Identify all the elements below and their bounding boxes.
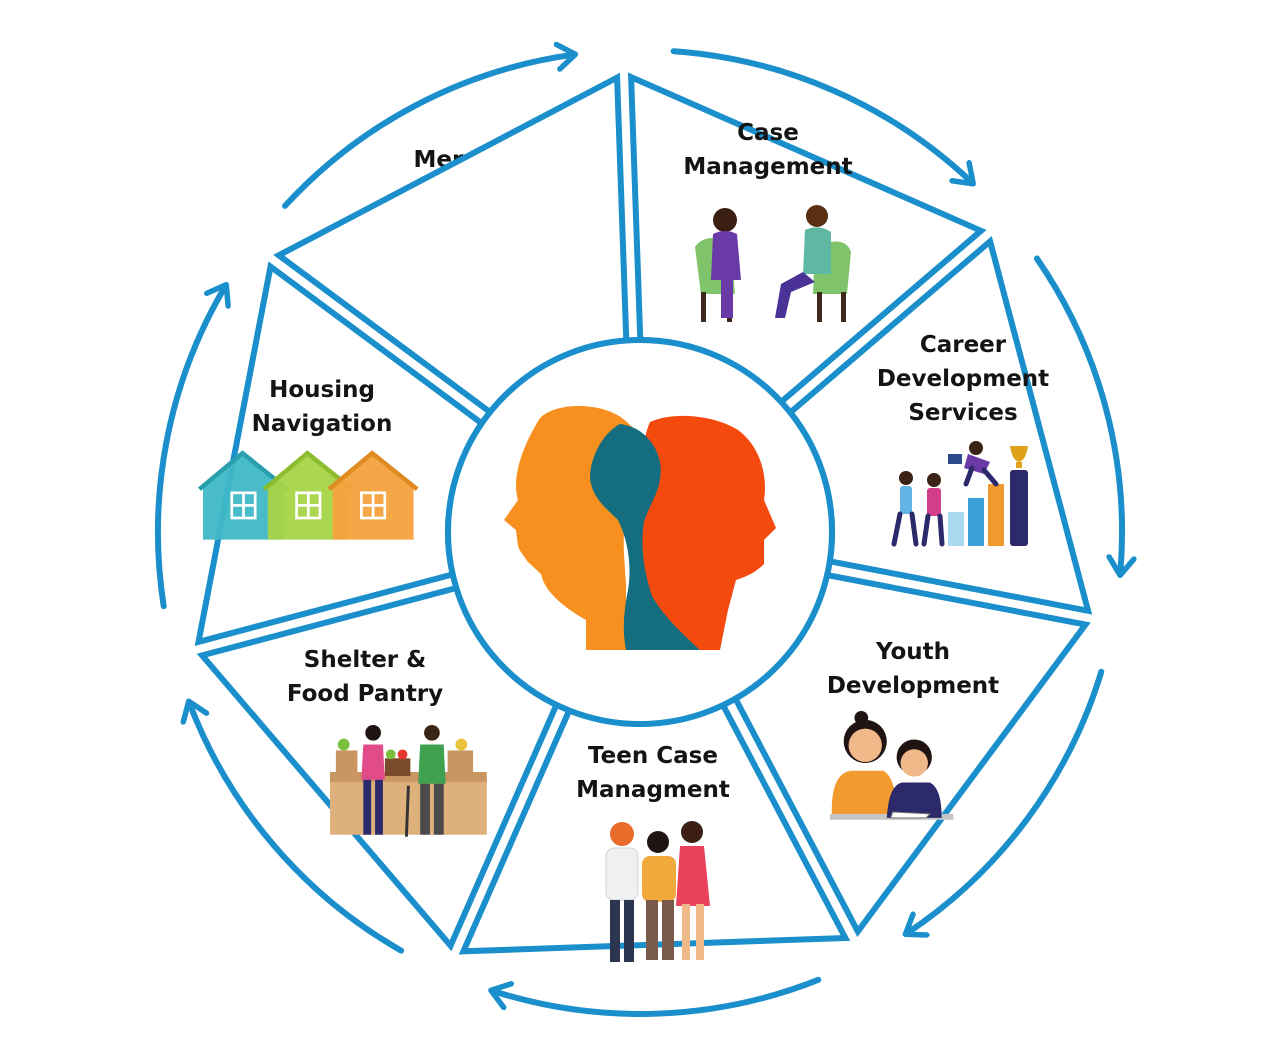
cycle-arrow — [1033, 255, 1122, 573]
segment-label-line: Shelter & — [304, 647, 426, 673]
food-pantry-icon — [330, 724, 487, 837]
teen-group-icon — [605, 821, 710, 962]
cycle-arrow — [190, 704, 405, 954]
cycle-arrow — [493, 976, 822, 1017]
segment-label-line: Case — [737, 120, 799, 146]
segment-label-line: Navigation — [252, 411, 393, 437]
segment-label-line: Development — [877, 366, 1049, 392]
cycle-arrow — [154, 287, 225, 610]
segment-label-line: Managment — [576, 777, 730, 803]
segment-label-line: Housing — [269, 377, 375, 403]
segment-label-line: Management — [683, 154, 852, 180]
houses-icon — [197, 450, 419, 540]
segment-label-line: Food Pantry — [287, 681, 443, 707]
cycle-arrows — [154, 48, 1122, 1017]
segment-label-line: Youth — [875, 639, 950, 665]
consultation-icon — [695, 205, 851, 322]
cycle-arrow — [670, 48, 972, 182]
career-growth-icon — [891, 441, 1028, 547]
cycle-arrow — [282, 55, 573, 209]
segment-label-line: Career — [920, 332, 1007, 358]
cycle-arrow — [908, 668, 1105, 933]
segment-label: Shelter & Food Pantry — [287, 647, 443, 707]
two-heads-silhouette-icon — [504, 406, 776, 650]
segment-label-line: Services — [908, 400, 1017, 426]
segment-label-line: Development — [827, 673, 999, 699]
tutoring-icon — [829, 711, 954, 820]
segment-label-line: Teen Case — [588, 743, 718, 769]
